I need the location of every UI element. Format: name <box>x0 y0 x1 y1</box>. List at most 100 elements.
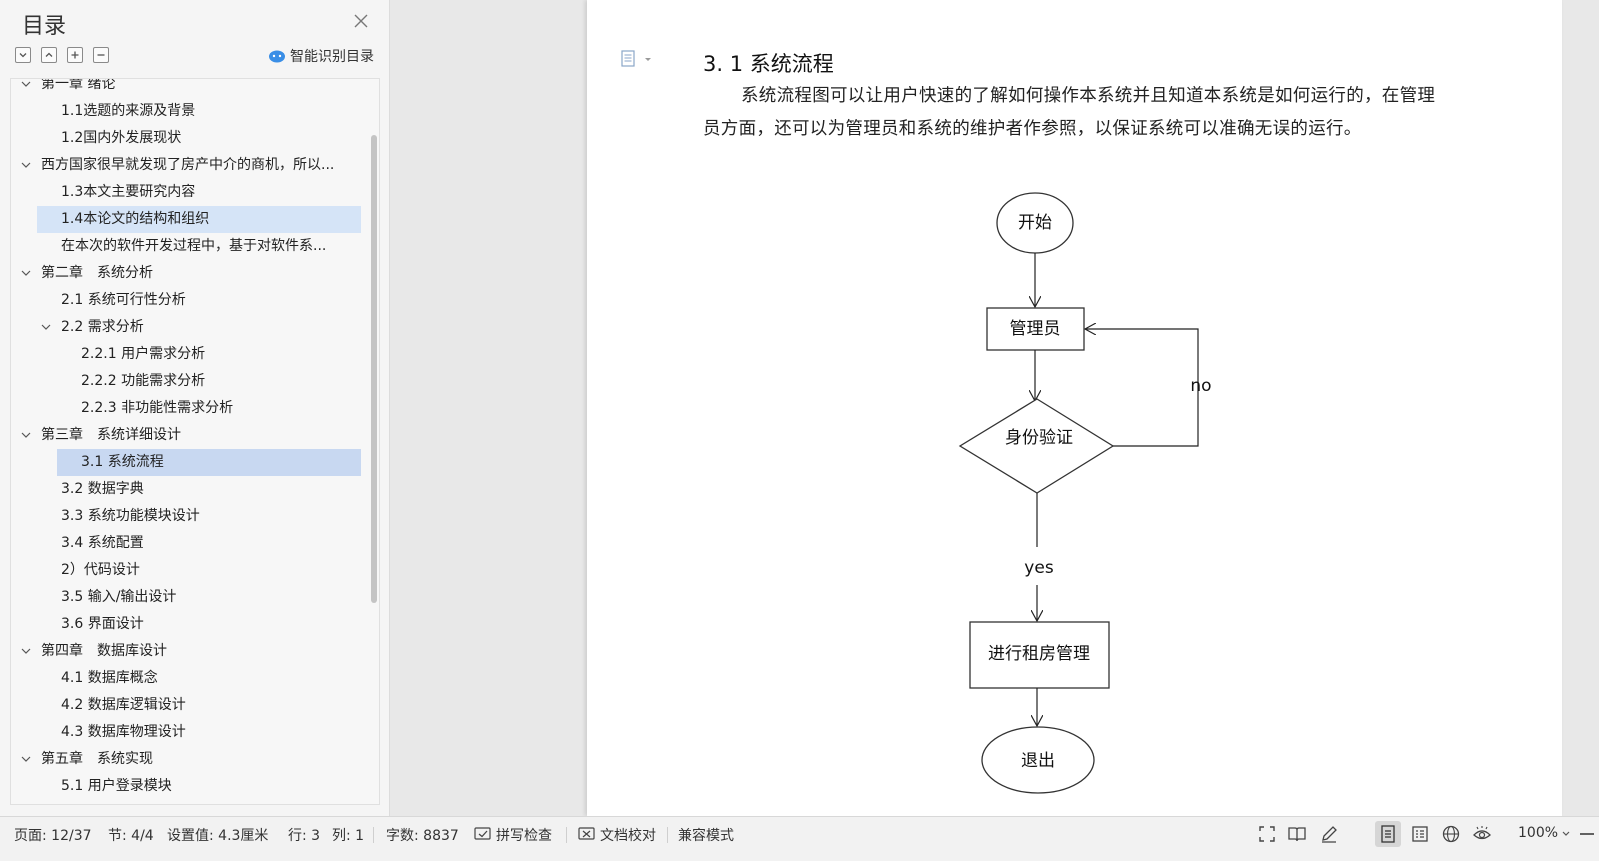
zoom-out-icon[interactable] <box>1578 826 1596 842</box>
web-view-icon[interactable] <box>1441 824 1461 844</box>
proofread-button[interactable]: 文档校对 <box>600 828 656 844</box>
toc-item[interactable]: 2.2.1 用户需求分析 <box>11 341 361 368</box>
toc-item[interactable]: 第四章 数据库设计 <box>11 638 361 665</box>
proofread-icon <box>578 827 595 840</box>
flow-manage-label: 进行租房管理 <box>988 644 1090 664</box>
cloud-icon <box>269 50 285 63</box>
toc-item-label: 4.2 数据库逻辑设计 <box>61 697 186 713</box>
toc-item-label: 1.2国内外发展现状 <box>61 130 182 146</box>
toc-item-label: 第五章 系统实现 <box>41 751 153 767</box>
flow-arrow-no <box>1085 329 1199 447</box>
toc-item[interactable]: 3.6 界面设计 <box>11 611 361 638</box>
chevron-down-icon[interactable] <box>21 80 31 88</box>
toc-item[interactable]: 第三章 系统详细设计 <box>11 422 361 449</box>
toc-item-label: 2.2.3 非功能性需求分析 <box>81 400 234 416</box>
toc-item-label: 1.1选题的来源及背景 <box>61 103 196 119</box>
toc-item-label: 3.4 系统配置 <box>61 535 144 551</box>
section-heading: 3. 1 系统流程 <box>703 52 834 76</box>
toc-item-label: 4.3 数据库物理设计 <box>61 724 186 740</box>
toc-item[interactable]: 3.2 数据字典 <box>11 476 361 503</box>
expand-all-button[interactable] <box>15 47 31 63</box>
chevron-down-icon[interactable] <box>21 269 31 277</box>
toc-panel: 目录 智能识别目录 第一章 绪论 1.1选题的来源及背景 1.2国内外发展现状西方国… <box>0 0 390 838</box>
collapse-level-button[interactable] <box>93 47 109 63</box>
plus-icon <box>71 51 79 59</box>
toc-item-label: 第二章 系统分析 <box>41 265 153 281</box>
toc-item-label: 5.1 用户登录模块 <box>61 778 172 794</box>
setting-indicator[interactable]: 设置值: 4.3厘米 <box>167 828 269 844</box>
smart-toc-button[interactable]: 智能识别目录 <box>268 46 374 66</box>
flowchart: 开始 管理员 身份验证 no yes 进行租房管理 退出 <box>958 192 1212 794</box>
toc-item-label: 2.1 系统可行性分析 <box>61 292 186 308</box>
flow-admin-label: 管理员 <box>1010 319 1061 339</box>
read-mode-icon[interactable] <box>1287 824 1307 844</box>
toc-item[interactable]: 在本次的软件开发过程中，基于对软件系... <box>11 233 361 260</box>
toc-item-label: 2.2.1 用户需求分析 <box>81 346 206 362</box>
toc-item-label: 3.6 界面设计 <box>61 616 144 632</box>
chevron-down-icon[interactable] <box>1561 830 1571 838</box>
spellcheck-icon <box>474 827 491 840</box>
toc-item[interactable]: 3.4 系统配置 <box>11 530 361 557</box>
toc-item[interactable]: 2）代码设计 <box>11 557 361 584</box>
page-indicator[interactable]: 页面: 12/37 <box>14 828 92 844</box>
chevron-down-icon[interactable] <box>21 755 31 763</box>
toc-item[interactable]: 5.1 用户登录模块 <box>11 773 361 800</box>
toc-item[interactable]: 3.5 输入/输出设计 <box>11 584 361 611</box>
toc-item[interactable]: 2.2.3 非功能性需求分析 <box>11 395 361 422</box>
toc-item-label: 3.3 系统功能模块设计 <box>61 508 200 524</box>
spellcheck-button[interactable]: 拼写检查 <box>496 828 552 844</box>
toc-item-label: 在本次的软件开发过程中，基于对软件系... <box>61 238 327 254</box>
toc-item[interactable]: 1.2国内外发展现状 <box>11 125 361 152</box>
outline-view-icon[interactable] <box>1410 824 1430 844</box>
toc-item[interactable]: 第五章 系统实现 <box>11 746 361 773</box>
toc-item[interactable]: 1.4本论文的结构和组织 <box>37 206 361 233</box>
col-indicator: 列: 1 <box>332 828 365 844</box>
toc-item[interactable]: 西方国家很早就发现了房产中介的商机，所以... <box>11 152 361 179</box>
toc-item[interactable]: 2.2.2 功能需求分析 <box>11 368 361 395</box>
flow-exit-label: 退出 <box>1021 751 1055 771</box>
chevron-down-icon[interactable] <box>21 161 31 169</box>
chevron-down-icon[interactable] <box>21 431 31 439</box>
toc-item[interactable]: 3.1 系统流程 <box>57 449 361 476</box>
toc-item-label: 1.4本论文的结构和组织 <box>61 211 210 227</box>
toc-item[interactable]: 2.2 需求分析 <box>11 314 361 341</box>
minus-icon <box>97 54 105 56</box>
toc-item[interactable]: 第一章 绪论 <box>11 79 361 98</box>
document-options-icon[interactable] <box>621 50 655 68</box>
toc-item-label: 2）代码设计 <box>61 562 140 578</box>
chevron-down-icon[interactable] <box>21 647 31 655</box>
toc-item-label: 第四章 数据库设计 <box>41 643 167 659</box>
flow-yes-label: yes <box>1024 558 1054 578</box>
toc-item[interactable]: 1.3本文主要研究内容 <box>11 179 361 206</box>
toc-item[interactable]: 第二章 系统分析 <box>11 260 361 287</box>
toc-item-label: 2.2 需求分析 <box>61 319 144 335</box>
toc-item[interactable]: 4.2 数据库逻辑设计 <box>11 692 361 719</box>
toc-item-label: 3.2 数据字典 <box>61 481 144 497</box>
toc-item[interactable]: 4.1 数据库概念 <box>11 665 361 692</box>
toc-item-label: 第三章 系统详细设计 <box>41 427 181 443</box>
compat-mode: 兼容模式 <box>678 828 734 844</box>
toc-item-label: 3.1 系统流程 <box>81 454 164 470</box>
edit-mode-icon[interactable] <box>1319 824 1339 844</box>
toc-item[interactable]: 1.1选题的来源及背景 <box>11 98 361 125</box>
toc-scrollbar[interactable] <box>371 135 377 603</box>
collapse-all-button[interactable] <box>41 47 57 63</box>
expand-level-button[interactable] <box>67 47 83 63</box>
section-indicator: 节: 4/4 <box>108 828 154 844</box>
zoom-level[interactable]: 100% <box>1518 825 1559 841</box>
page-view-icon[interactable] <box>1378 824 1398 844</box>
fullscreen-icon[interactable] <box>1257 824 1277 844</box>
eye-protection-icon[interactable] <box>1472 824 1492 844</box>
chevron-up-icon <box>45 52 53 57</box>
close-icon[interactable] <box>352 12 370 30</box>
chevron-down-icon[interactable] <box>41 323 51 331</box>
toc-item[interactable]: 2.1 系统可行性分析 <box>11 287 361 314</box>
divider <box>566 827 567 843</box>
toc-title: 目录 <box>22 14 67 39</box>
document-page: 3. 1 系统流程 系统流程图可以让用户快速的了解如何操作本系统并且知道本系统是… <box>587 0 1562 816</box>
word-count[interactable]: 字数: 8837 <box>386 828 459 844</box>
toc-item[interactable]: 4.3 数据库物理设计 <box>11 719 361 746</box>
divider <box>373 827 374 843</box>
flow-manage-node <box>969 621 1110 689</box>
toc-item[interactable]: 3.3 系统功能模块设计 <box>11 503 361 530</box>
